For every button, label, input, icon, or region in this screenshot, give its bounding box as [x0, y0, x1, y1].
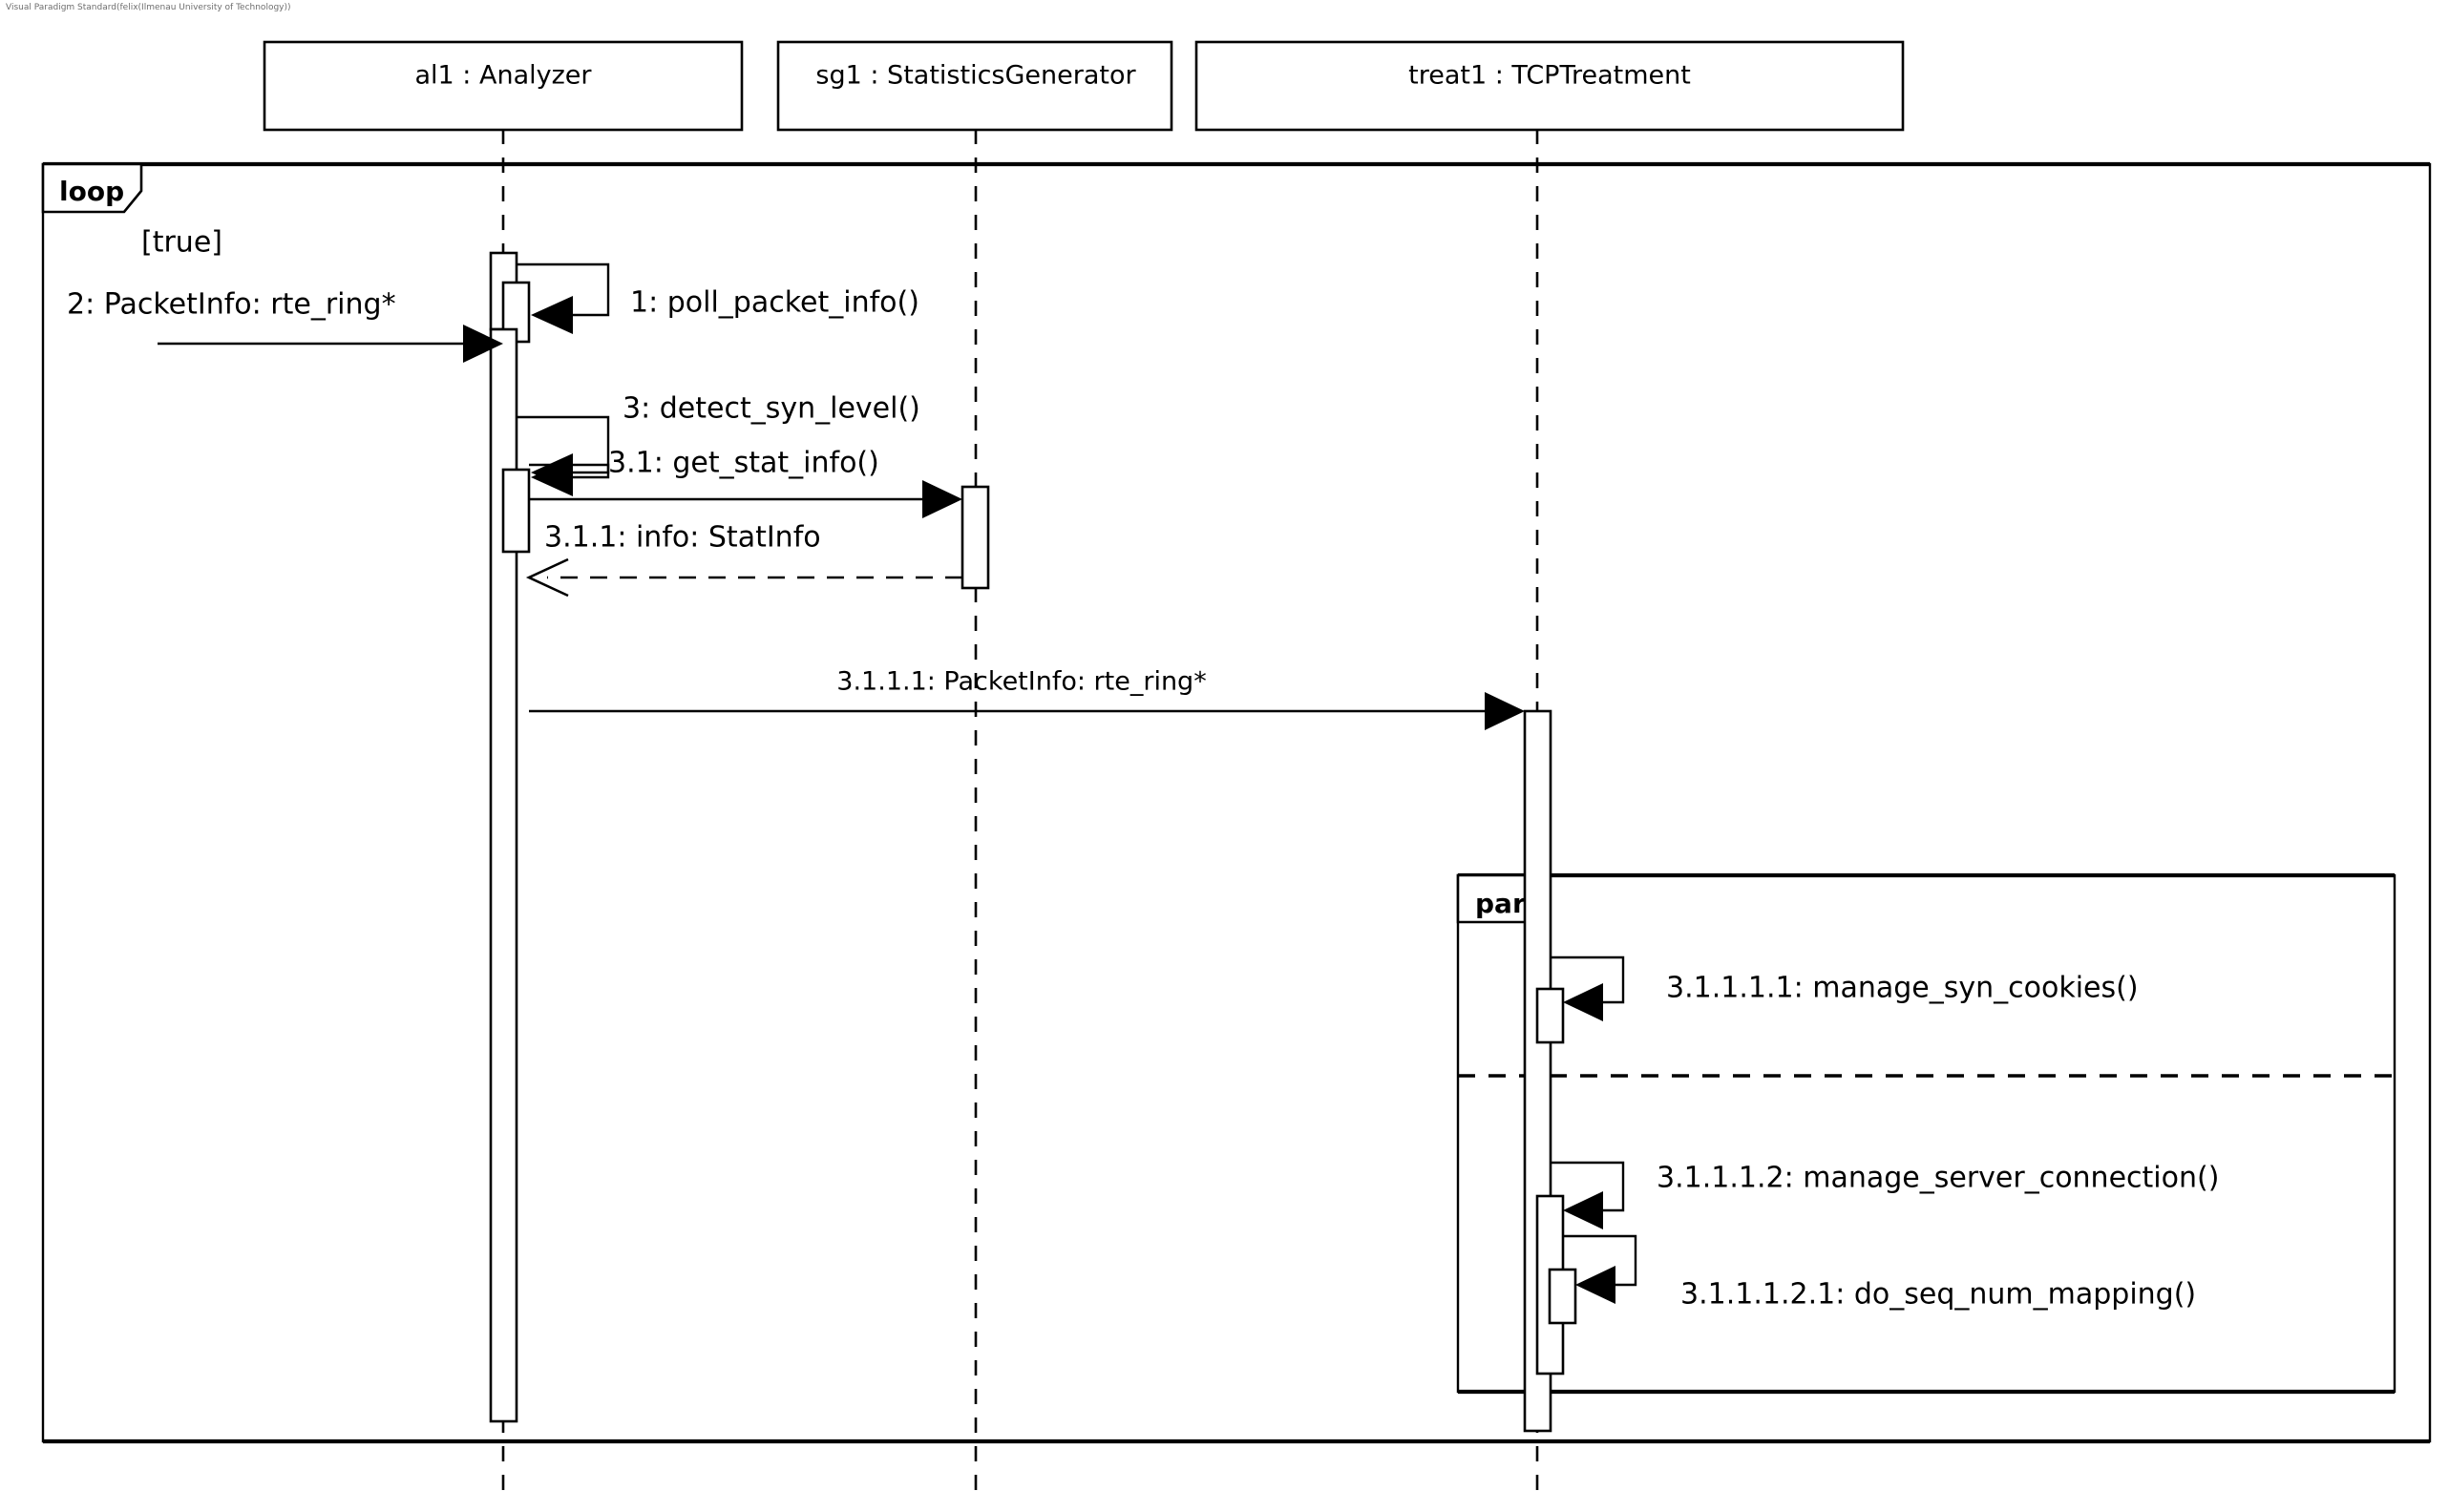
message-label-3-1-1-1-2-1: 3.1.1.1.2.1: do_seq_num_mapping()	[1680, 1278, 2196, 1312]
message-label-3-1-1-1: 3.1.1.1: PacketInfo: rte_ring*	[836, 667, 1206, 697]
message-3-1-1-1-2-manage-server-connection[interactable]	[1551, 1161, 1625, 1229]
message-label-2: 2: PacketInfo: rte_ring*	[67, 288, 396, 322]
activation-sg1	[961, 485, 990, 590]
message-1-poll-packet-info[interactable]	[517, 262, 610, 334]
lifeline-label-al1: al1 : Analyzer	[415, 61, 593, 91]
loop-fragment[interactable]	[41, 161, 2432, 1444]
par-fragment[interactable]	[1456, 872, 2396, 1395]
loop-operator-label: loop	[59, 176, 124, 207]
lifeline-label-treat1: treat1 : TCPTreatment	[1408, 61, 1691, 91]
message-label-3-1-1: 3.1.1: info: StatInfo	[544, 521, 821, 555]
activation-treat1	[1523, 709, 1577, 1433]
lifeline-lines	[501, 129, 1539, 1499]
message-label-3: 3: detect_syn_level()	[623, 392, 920, 426]
message-3-1-1-return-statinfo[interactable]	[525, 557, 962, 598]
par-operator-label: par	[1475, 888, 1526, 919]
message-3-1-1-1-packetinfo-to-treat1[interactable]	[529, 692, 1525, 730]
message-3-1-get-stat-info[interactable]	[529, 458, 610, 496]
lifeline-head-al1[interactable]	[263, 40, 744, 132]
message-3-1-1-1-2-1-do-seq-num-mapping[interactable]	[1563, 1234, 1637, 1304]
lifeline-label-sg1: sg1 : StatisticsGenerator	[815, 61, 1136, 91]
message-2-packetinfo-rte-ring[interactable]	[158, 325, 503, 363]
loop-operator-tag-shape	[41, 162, 143, 214]
lifeline-head-treat1[interactable]	[1194, 40, 1905, 132]
lifeline-head-sg1[interactable]	[776, 40, 1173, 132]
message-3-1-1-1-1-manage-syn-cookies[interactable]	[1551, 956, 1625, 1021]
message-label-3-1-1-1-2: 3.1.1.1.2: manage_server_connection()	[1657, 1162, 2219, 1195]
loop-guard-label: [true]	[141, 226, 222, 260]
message-label-3-1-1-1-1: 3.1.1.1.1: manage_syn_cookies()	[1666, 972, 2139, 1005]
message-3-1-1-call-to-sg1[interactable]	[529, 480, 962, 518]
watermark-label: Visual Paradigm Standard(felix(Ilmenau U…	[6, 3, 291, 12]
activation-al1-main	[489, 251, 531, 1423]
message-label-3-1: 3.1: get_stat_info()	[608, 447, 879, 480]
message-label-1: 1: poll_packet_info()	[630, 286, 919, 320]
